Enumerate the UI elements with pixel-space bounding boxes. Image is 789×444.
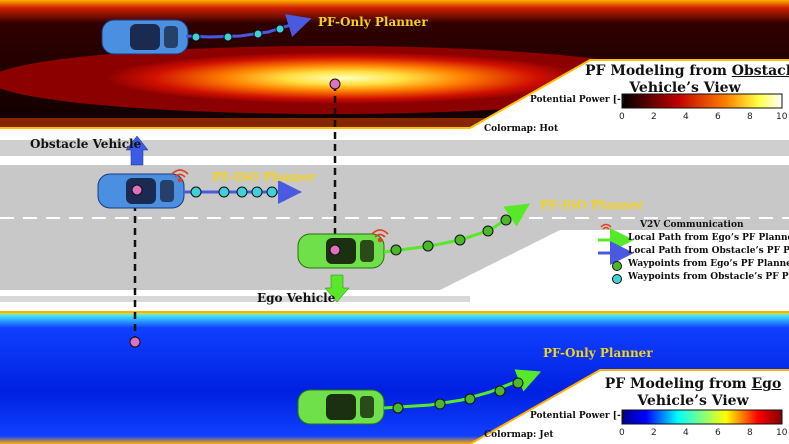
- bottom-colorbar-tick-10: 10: [776, 428, 788, 438]
- top-colorbar-tick-0: 0: [619, 112, 625, 122]
- legend-ego-path: Local Path from Ego’s PF Planner: [628, 233, 789, 243]
- obstacle-up-arrow: [125, 135, 149, 166]
- legend-obstacle-waypoints: Waypoints from Obstacle’s PF Planner: [628, 272, 789, 282]
- top-title-underlined: Obstacle: [731, 63, 789, 79]
- label-pf-only-top: PF-Only Planner: [318, 15, 428, 29]
- bottom-colorbar-tick-6: 6: [715, 428, 721, 438]
- ego-path-road: [383, 203, 530, 256]
- wifi-icon: [171, 169, 189, 183]
- obstacle-path-top: [185, 14, 312, 42]
- obstacle-view-heatmap: [0, 0, 789, 129]
- ego-car-bottom: [297, 389, 385, 425]
- bottom-colormap-label: Colormap: Jet: [484, 430, 554, 440]
- bottom-colorbar-tick-0: 0: [619, 428, 625, 438]
- label-pf-iso-ego: PF-ISO Planner: [540, 198, 644, 212]
- top-panel-title: PF Modeling from Obstacle Vehicle’s View: [585, 63, 789, 97]
- hot-colorbar: [621, 93, 783, 109]
- ego-path-bottom: [383, 369, 542, 414]
- legend-v2v: V2V Communication: [640, 220, 744, 230]
- top-colorbar-tick-10: 10: [776, 112, 788, 122]
- bottom-colorbar-tick-8: 8: [747, 428, 753, 438]
- top-colormap-label: Colormap: Hot: [484, 124, 559, 134]
- top-title-line2: Vehicle’s View: [629, 80, 741, 96]
- obstacle-car-top: [101, 19, 189, 55]
- legend-obstacle-path: Local Path from Obstacle’s PF Planner: [628, 246, 789, 256]
- top-colorbar-tick-6: 6: [715, 112, 721, 122]
- bottom-panel-title: PF Modeling from Ego Vehicle’s View: [593, 376, 789, 410]
- top-colorbar-tick-8: 8: [747, 112, 753, 122]
- ego-down-arrow: [324, 274, 350, 303]
- legend-icons: [598, 223, 634, 284]
- jet-colorbar: [621, 409, 783, 425]
- ego-view-heatmap: [0, 311, 789, 444]
- label-ego-vehicle: Ego Vehicle: [257, 291, 336, 305]
- legend-ego-waypoints: Waypoints from Ego’s PF Planner: [628, 259, 789, 269]
- top-colorbar-tick-2: 2: [651, 112, 657, 122]
- label-pf-only-bottom: PF-Only Planner: [543, 346, 653, 360]
- bottom-colorbar-tick-2: 2: [651, 428, 657, 438]
- top-colorbar-label: Potential Power [-]: [530, 95, 626, 105]
- bottom-colorbar-tick-4: 4: [683, 428, 689, 438]
- bottom-title-underlined: Ego: [751, 376, 782, 392]
- obstacle-path-road: [184, 180, 302, 204]
- top-title-prefix: PF Modeling from: [585, 63, 732, 79]
- wifi-icon: [371, 229, 389, 243]
- ego-car-road: [297, 233, 385, 269]
- label-pf-iso-obstacle: PF-ISO Planner: [212, 170, 316, 184]
- label-obstacle-vehicle: Obstacle Vehicle: [30, 137, 142, 151]
- bottom-title-prefix: PF Modeling from: [604, 376, 752, 392]
- top-colorbar-tick-4: 4: [683, 112, 689, 122]
- bottom-colorbar-label: Potential Power [-]: [530, 411, 626, 421]
- bottom-title-line2: Vehicle’s View: [637, 393, 749, 409]
